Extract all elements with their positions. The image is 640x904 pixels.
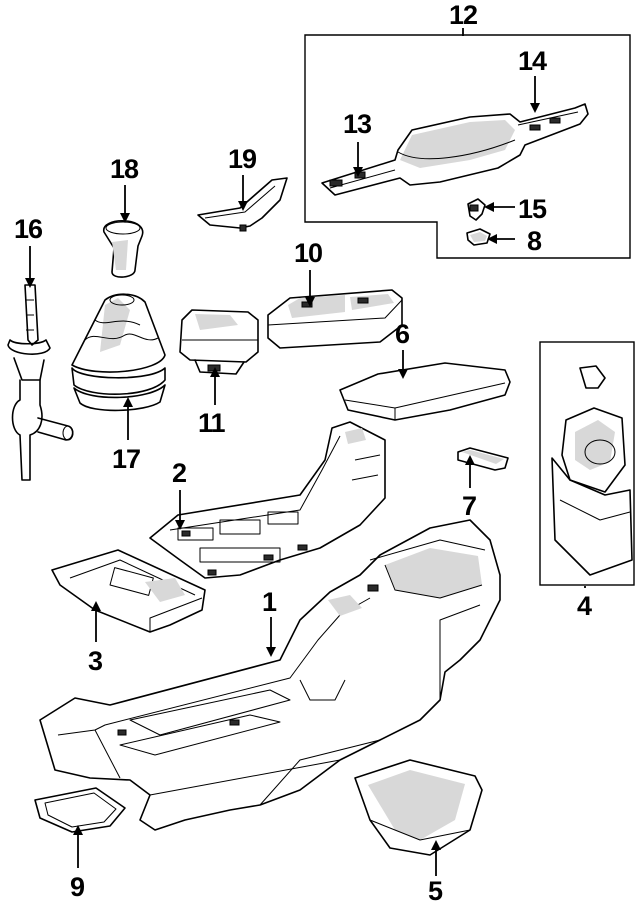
part-shift-lever-16[interactable] xyxy=(7,284,74,481)
part-storage-bin-5[interactable] xyxy=(354,759,483,856)
callout-1: 1 xyxy=(262,587,277,617)
part-cup-holder-4[interactable] xyxy=(551,365,633,576)
part-panel-3[interactable] xyxy=(51,549,206,633)
callout-18: 18 xyxy=(110,154,139,184)
callout-15: 15 xyxy=(518,194,547,224)
callout-11: 11 xyxy=(198,408,226,438)
callout-13: 13 xyxy=(343,109,372,139)
callout-16: 16 xyxy=(14,214,43,244)
part-switch-11[interactable] xyxy=(179,309,259,375)
callout-14: 14 xyxy=(518,46,547,76)
part-bumper-8[interactable] xyxy=(466,228,491,246)
callout-17: 17 xyxy=(112,444,140,474)
part-top-bezel-2[interactable] xyxy=(149,421,386,579)
part-trim-ring-9[interactable] xyxy=(34,787,126,833)
callout-2: 2 xyxy=(172,458,186,488)
callout-9: 9 xyxy=(70,872,85,902)
group-box-4 xyxy=(539,341,635,586)
part-lid-pad-6[interactable] xyxy=(339,362,511,421)
leader-lines xyxy=(25,28,586,876)
part-main-console-1[interactable] xyxy=(39,519,501,831)
callout-6: 6 xyxy=(395,319,410,349)
callout-8: 8 xyxy=(527,226,542,256)
part-bracket-19[interactable] xyxy=(197,177,288,232)
callout-10: 10 xyxy=(294,238,322,268)
part-armrest-14[interactable] xyxy=(321,103,589,196)
part-shift-boot-17[interactable] xyxy=(71,293,166,412)
group-box-12 xyxy=(304,34,631,259)
part-switch-bezel-10[interactable] xyxy=(267,289,403,349)
callout-4: 4 xyxy=(577,591,592,621)
callout-3: 3 xyxy=(88,646,103,676)
callout-12: 12 xyxy=(449,0,477,30)
callout-5: 5 xyxy=(428,876,443,904)
part-clip-15[interactable] xyxy=(467,198,486,221)
callout-7: 7 xyxy=(462,491,476,521)
callout-labels: 12 13 14 15 8 18 19 16 10 11 17 6 7 2 3 … xyxy=(14,0,593,904)
part-trim-7[interactable] xyxy=(457,447,509,471)
part-shift-knob-18[interactable] xyxy=(102,220,144,278)
callout-19: 19 xyxy=(228,144,257,174)
